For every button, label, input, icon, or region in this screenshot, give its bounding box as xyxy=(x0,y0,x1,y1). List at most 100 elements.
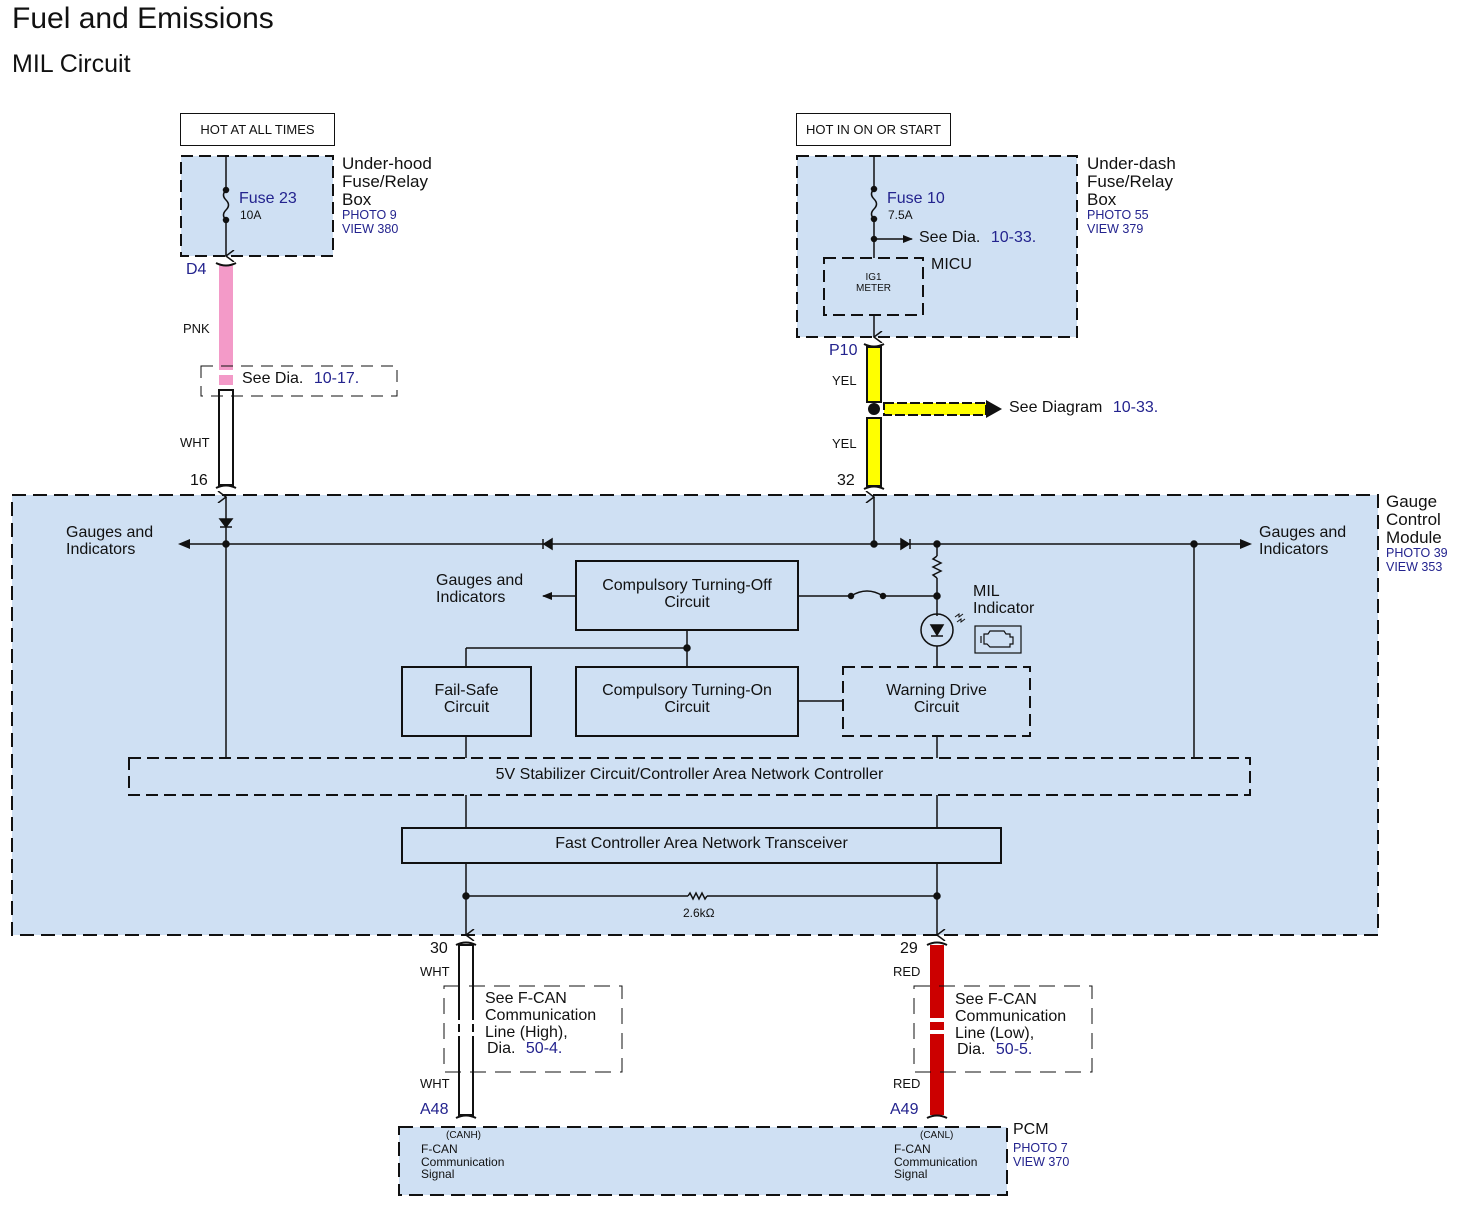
stabilizer-block xyxy=(128,757,1251,796)
stabilizer-label: 5V Stabilizer Circuit/Controller Area Ne… xyxy=(495,766,884,783)
photo-link[interactable]: PHOTO 55 xyxy=(1087,208,1149,222)
fuse-10-icon xyxy=(870,156,913,258)
wire-color-yel-lower: YEL xyxy=(832,436,857,451)
pcm-photo-ref[interactable]: PHOTO 7 VIEW 370 xyxy=(1013,1141,1070,1170)
hot-at-all-times-label: HOT AT ALL TIMES xyxy=(180,113,335,146)
circuit-title: MIL Circuit xyxy=(12,50,131,78)
pcm-box xyxy=(398,1126,1008,1196)
diagram-ref-link[interactable]: 50-4. xyxy=(525,1040,563,1058)
mil-indicator-label: MIL Indicator xyxy=(973,583,1035,618)
terminal-30 xyxy=(455,941,477,946)
see-line: Line (Low), xyxy=(955,1024,1035,1042)
splice-point xyxy=(868,403,880,415)
see-f-can-low-box xyxy=(913,985,1093,1073)
output-line: Indicators xyxy=(1259,540,1329,558)
wire-wht-left xyxy=(218,389,234,486)
block-line: Compulsory Turning-Off xyxy=(602,577,772,594)
block-line: Circuit xyxy=(443,698,490,716)
hot-in-on-or-start-label: HOT IN ON OR START xyxy=(796,113,951,146)
fuse-23-icon xyxy=(222,156,229,256)
block-line: Circuit xyxy=(913,698,960,716)
see-dia-10-17-box xyxy=(200,365,398,397)
see-line: Communication xyxy=(955,1007,1067,1025)
output-line: Gauges and xyxy=(436,572,524,589)
compulsory-turning-off-label: Compulsory Turning-Off Circuit xyxy=(576,577,798,612)
output-line: Indicators xyxy=(436,588,506,606)
wire-color-wht-lower: WHT xyxy=(420,1076,450,1091)
mil-line: Indicator xyxy=(973,599,1035,617)
gauges-indicators-left: Gauges and Indicators xyxy=(66,524,153,559)
output-line: Indicators xyxy=(66,540,136,558)
see-f-can-high-text: See F-CAN Communication Line (High), Dia… xyxy=(485,990,597,1058)
wire-yel xyxy=(866,346,882,487)
see-line: Line (High), xyxy=(485,1023,568,1041)
box-name-line: Under-hood xyxy=(342,154,432,173)
signal-line: Signal xyxy=(894,1167,928,1182)
fail-safe-block xyxy=(401,666,532,737)
wire-color-wht: WHT xyxy=(180,435,210,450)
signal-line: F-CAN xyxy=(894,1142,931,1156)
diagram-ref-link[interactable]: 10-33. xyxy=(990,229,1037,246)
module-name-line: Gauge xyxy=(1386,492,1438,511)
signal-line: F-CAN xyxy=(421,1142,458,1156)
photo-link[interactable]: PHOTO 39 xyxy=(1386,546,1448,560)
fuse-23-name: Fuse 23 xyxy=(239,190,297,207)
micu-inner-line: METER xyxy=(856,282,891,294)
compulsory-turning-on-label: Compulsory Turning-On Circuit xyxy=(576,682,798,717)
transceiver-label: Fast Controller Area Network Transceiver xyxy=(555,835,848,852)
output-line: Gauges and xyxy=(1259,524,1347,541)
wire-color-wht-upper: WHT xyxy=(420,964,450,979)
signal-line: Signal xyxy=(421,1167,455,1182)
fuse-23-rating: 10A xyxy=(240,208,262,222)
micu-inner-line: IG1 xyxy=(865,272,882,283)
photo-link[interactable]: PHOTO 9 xyxy=(342,208,397,222)
gauge-module-photo-ref[interactable]: PHOTO 39 VIEW 353 xyxy=(1386,546,1448,575)
view-link[interactable]: VIEW 380 xyxy=(342,221,399,236)
under-hood-photo-ref[interactable]: PHOTO 9 VIEW 380 xyxy=(342,208,399,237)
block-line: Circuit xyxy=(664,593,710,611)
connector-d4-label: D4 xyxy=(186,261,207,278)
wire-color-red-lower: RED xyxy=(893,1076,921,1091)
connector-p10 xyxy=(863,343,885,348)
module-internal-wiring xyxy=(180,497,1250,935)
block-line: Circuit xyxy=(664,698,710,716)
module-name-line: Control xyxy=(1386,509,1441,529)
compulsory-turning-on-block xyxy=(575,666,799,737)
photo-link[interactable]: PHOTO 7 xyxy=(1013,1141,1068,1155)
terminal-16 xyxy=(215,484,237,489)
signal-line: Communication xyxy=(894,1154,978,1169)
connector-a49-label: A49 xyxy=(890,1101,919,1118)
fuse-10-name: Fuse 10 xyxy=(887,190,945,207)
fail-safe-label: Fail-Safe Circuit xyxy=(402,682,531,717)
box-name-line: Box xyxy=(1087,189,1117,209)
under-hood-box-name: Under-hood Fuse/Relay Box xyxy=(342,155,432,209)
view-link[interactable]: VIEW 370 xyxy=(1013,1154,1070,1169)
pcm-canl-signal: F-CAN Communication Signal xyxy=(894,1143,977,1181)
under-dash-fuse-box xyxy=(796,155,1078,338)
box-name-line: Fuse/Relay xyxy=(1087,171,1173,191)
see-line: Communication xyxy=(485,1006,597,1024)
pcm-name: PCM xyxy=(1013,1121,1049,1138)
block-line: Warning Drive xyxy=(886,682,987,699)
diagram-ref-link[interactable]: 50-5. xyxy=(995,1041,1033,1059)
connector-d4 xyxy=(215,262,237,267)
check-engine-icon xyxy=(974,625,1022,654)
connector-a48 xyxy=(455,1114,477,1119)
view-link[interactable]: VIEW 353 xyxy=(1386,559,1443,574)
wire-can-high-wht xyxy=(457,944,475,1116)
terminal-32-label: 32 xyxy=(837,472,855,489)
diagram-ref-link[interactable]: 10-33. xyxy=(1112,399,1159,416)
gauge-module-name: Gauge Control Module xyxy=(1386,493,1442,547)
box-name-line: Fuse/Relay xyxy=(342,171,428,191)
diagram-ref-link[interactable]: 10-17. xyxy=(313,370,360,387)
gauges-indicators-right: Gauges and Indicators xyxy=(1259,524,1347,559)
section-title: Fuel and Emissions xyxy=(12,2,274,35)
warning-drive-block xyxy=(842,666,1031,737)
under-dash-box-name: Under-dash Fuse/Relay Box xyxy=(1087,155,1176,209)
see-f-can-high-box xyxy=(443,985,623,1073)
fuse-10-rating: 7.5A xyxy=(888,208,913,222)
see-f-can-low-text: See F-CAN Communication Line (Low), Dia.… xyxy=(955,991,1067,1059)
see-dia-10-33-text: See Dia. 10-33. xyxy=(919,229,1037,247)
under-dash-photo-ref[interactable]: PHOTO 55 VIEW 379 xyxy=(1087,208,1149,237)
view-link[interactable]: VIEW 379 xyxy=(1087,221,1144,236)
